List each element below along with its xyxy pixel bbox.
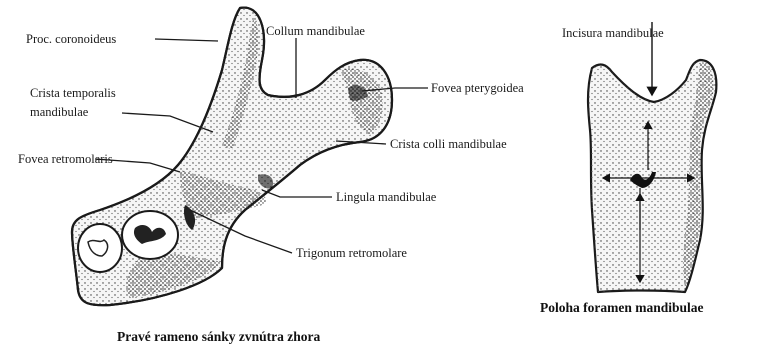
label-crista-temporalis-line1: Crista temporalis: [30, 86, 116, 100]
caption-left: Pravé rameno sánky zvnútra zhora: [117, 329, 320, 344]
label-fovea-pterygoidea: Fovea pterygoidea: [431, 81, 524, 95]
label-crista-temporalis-line2: mandibulae: [30, 105, 89, 119]
label-trigonum-retromolare: Trigonum retromolare: [296, 246, 407, 260]
label-fovea-retromolaris: Fovea retromolaris: [18, 152, 113, 166]
caption-right: Poloha foramen mandibulae: [540, 300, 704, 315]
label-proc-coronoideus: Proc. coronoideus: [26, 32, 116, 46]
label-collum-mandibulae: Collum mandibulae: [266, 24, 365, 38]
label-incisura-mandibulae: Incisura mandibulae: [562, 26, 664, 40]
foramen-position-drawing: [588, 22, 716, 292]
label-lingula-mandibulae: Lingula mandibulae: [336, 190, 437, 204]
mandible-ramus-drawing: [72, 8, 392, 306]
molar-tooth-2: [78, 224, 122, 272]
label-crista-colli-mandibulae: Crista colli mandibulae: [390, 137, 507, 151]
